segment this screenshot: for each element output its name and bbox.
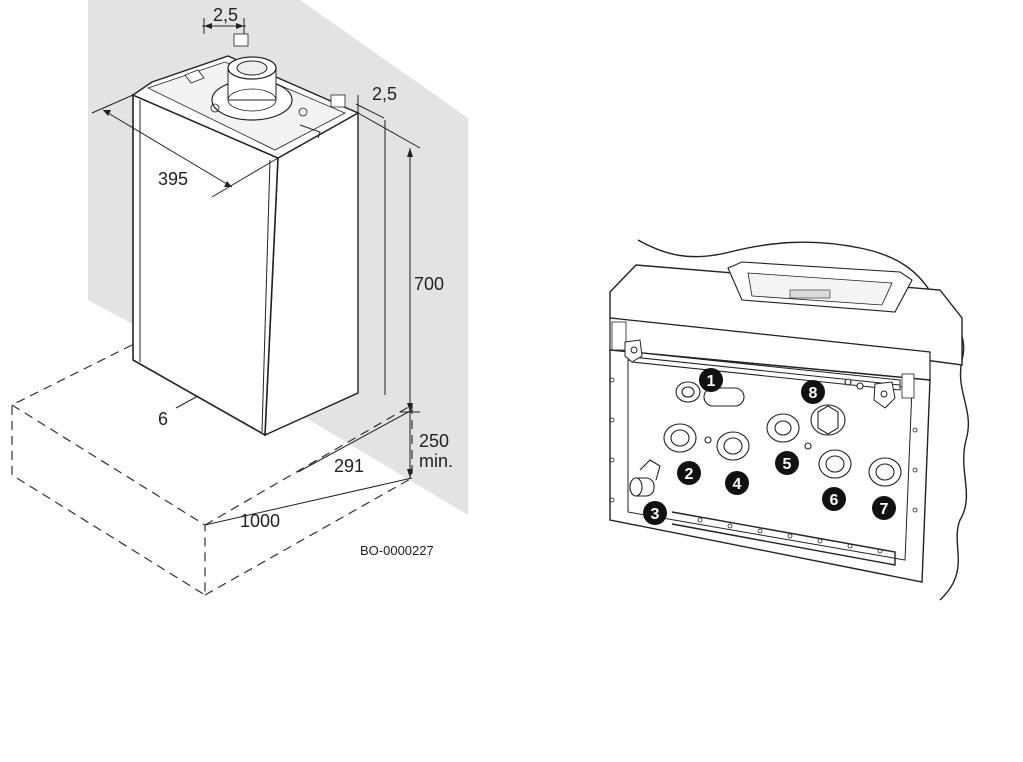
hanging-hooks	[624, 339, 896, 409]
marker-number: 4	[733, 476, 742, 493]
bottom-clearance-label: 250	[419, 431, 449, 451]
mounting-holes	[609, 377, 918, 554]
width-label: 395	[158, 169, 188, 189]
connection-marker-2: 2	[677, 461, 701, 485]
connection-marker-5: 5	[775, 451, 799, 475]
connection-marker-6: 6	[822, 487, 846, 511]
height-label: 700	[414, 274, 444, 294]
connection-marker-8: 8	[801, 380, 825, 404]
reference-code: BO-0000227	[360, 543, 434, 558]
side-gap-label: 2,5	[372, 84, 397, 104]
dimension-lines	[91, 18, 421, 526]
connection-marker-3: 3	[643, 501, 667, 525]
marker-number: 2	[685, 466, 694, 483]
marker-number: 7	[880, 501, 889, 518]
marker-badge	[699, 368, 723, 392]
bottom-clearance-unit: min.	[419, 451, 453, 471]
boiler-dimension-drawing: 2,5 2,5 395 700 6 291 250 min. 1000 BO-0…	[11, 0, 468, 597]
depth-clearance-label: 291	[334, 456, 364, 476]
connection-markers: 1 2 3 4 5 6 7 8	[643, 368, 896, 525]
marker-badge	[775, 451, 799, 475]
connection-detail-drawing	[609, 239, 970, 601]
connection-marker-4: 4	[725, 471, 749, 495]
marker-badge	[643, 501, 667, 525]
top-gap-label: 2,5	[213, 5, 238, 25]
clearance-zone	[11, 344, 413, 597]
marker-badge	[801, 380, 825, 404]
marker-number: 3	[651, 506, 660, 523]
marker-badge	[677, 461, 701, 485]
marker-number: 6	[830, 492, 839, 509]
pipe-fittings	[629, 378, 902, 497]
marker-badge	[872, 496, 896, 520]
front-gap-label: 6	[158, 409, 168, 429]
marker-number: 1	[707, 373, 716, 390]
front-clearance-label: 1000	[240, 511, 280, 531]
marker-number: 8	[809, 385, 818, 402]
marker-number: 5	[783, 456, 792, 473]
marker-badge	[822, 487, 846, 511]
marker-badge	[725, 471, 749, 495]
connection-marker-7: 7	[872, 496, 896, 520]
connection-marker-1: 1	[699, 368, 723, 392]
boiler-body	[131, 33, 360, 437]
